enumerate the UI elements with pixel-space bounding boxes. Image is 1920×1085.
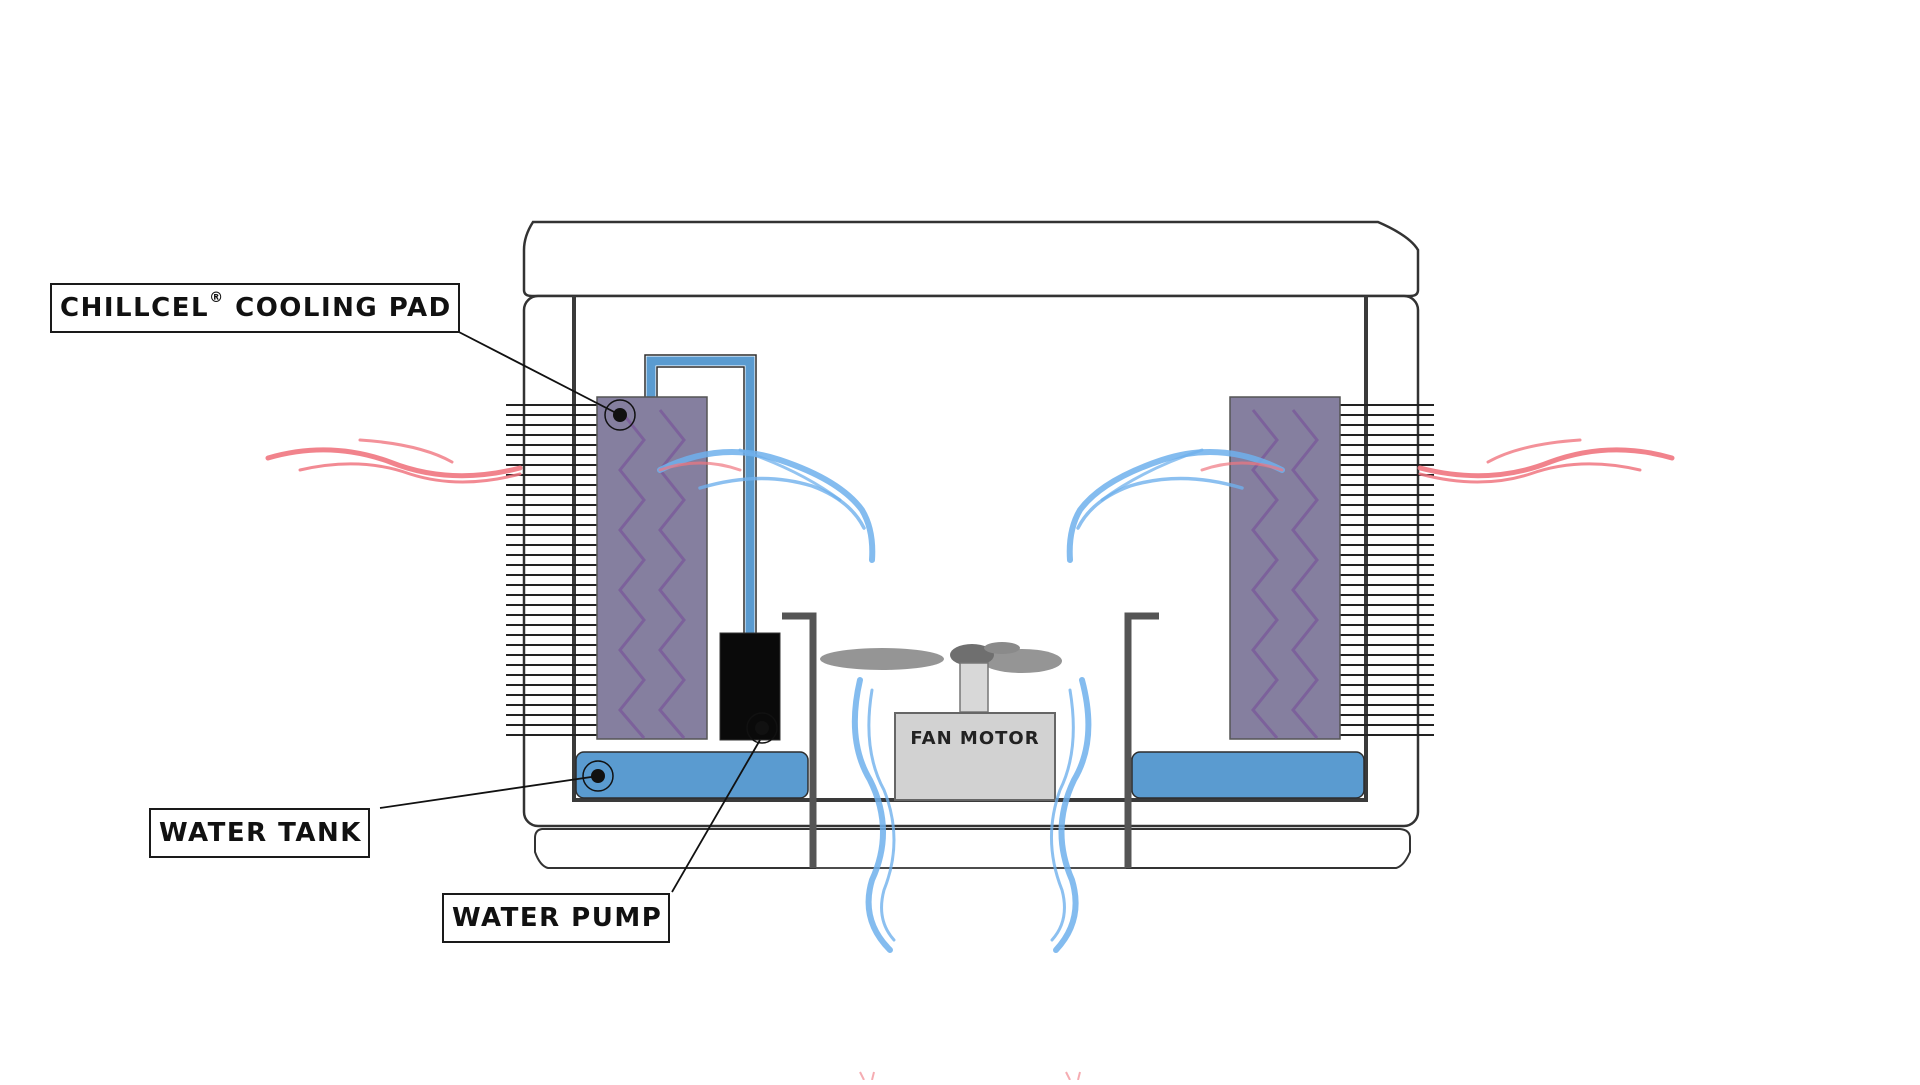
warm-air-bottom-marks bbox=[859, 1071, 1081, 1081]
leader-lines bbox=[379, 329, 761, 893]
fan-hub bbox=[950, 644, 994, 666]
fan bbox=[820, 642, 1062, 713]
water-pump-marker-ring bbox=[746, 712, 778, 744]
left-louvers bbox=[506, 404, 600, 736]
cooling-pad-callout: CHILLCEL® COOLING PAD bbox=[50, 283, 460, 333]
fan-motor bbox=[894, 712, 1056, 801]
marker-dots bbox=[582, 399, 778, 792]
water-pump-callout: WATER PUMP bbox=[442, 893, 671, 943]
cooling-pad-leader bbox=[454, 329, 621, 416]
registered-mark: ® bbox=[209, 290, 225, 307]
warm-air-flows bbox=[265, 438, 1675, 484]
water-tank-label: WATER TANK bbox=[159, 818, 362, 848]
fan-blade-left bbox=[820, 648, 944, 670]
water-tank-marker bbox=[591, 769, 605, 783]
left-cooling-pad bbox=[596, 396, 708, 740]
water-pump bbox=[719, 632, 781, 741]
right-water-tank bbox=[1131, 751, 1365, 799]
water-pipe bbox=[646, 356, 755, 635]
right-louvers bbox=[1340, 404, 1434, 736]
cooling-pad-label: CHILLCEL bbox=[60, 293, 210, 323]
cool-air-pad-flows bbox=[657, 448, 1285, 563]
cooling-pad-label-suffix: COOLING PAD bbox=[224, 293, 452, 323]
fan-motor-label: FAN MOTOR bbox=[910, 728, 1039, 749]
cooler-top-cover bbox=[522, 220, 1420, 298]
cooler-base bbox=[534, 828, 1411, 869]
water-pump-label: WATER PUMP bbox=[452, 903, 663, 933]
fan-blade-right bbox=[982, 649, 1062, 673]
cooling-pad-marker-ring bbox=[604, 399, 636, 431]
water-pump-marker bbox=[755, 721, 769, 735]
left-baffle bbox=[782, 612, 817, 868]
water-pipe-outline bbox=[644, 354, 757, 635]
right-cooling-pad bbox=[1229, 396, 1341, 740]
water-tank-leader bbox=[379, 775, 599, 809]
cool-air-bottom-flows bbox=[851, 677, 1092, 953]
water-tank-marker-ring bbox=[582, 760, 614, 792]
right-baffle bbox=[1124, 612, 1159, 868]
water-pump-leader bbox=[671, 739, 761, 893]
fan-shaft bbox=[959, 662, 989, 713]
water-tank-callout: WATER TANK bbox=[149, 808, 370, 858]
left-water-tank bbox=[575, 751, 809, 799]
cooling-pad-marker bbox=[613, 408, 627, 422]
fan-blade-top bbox=[984, 642, 1020, 654]
